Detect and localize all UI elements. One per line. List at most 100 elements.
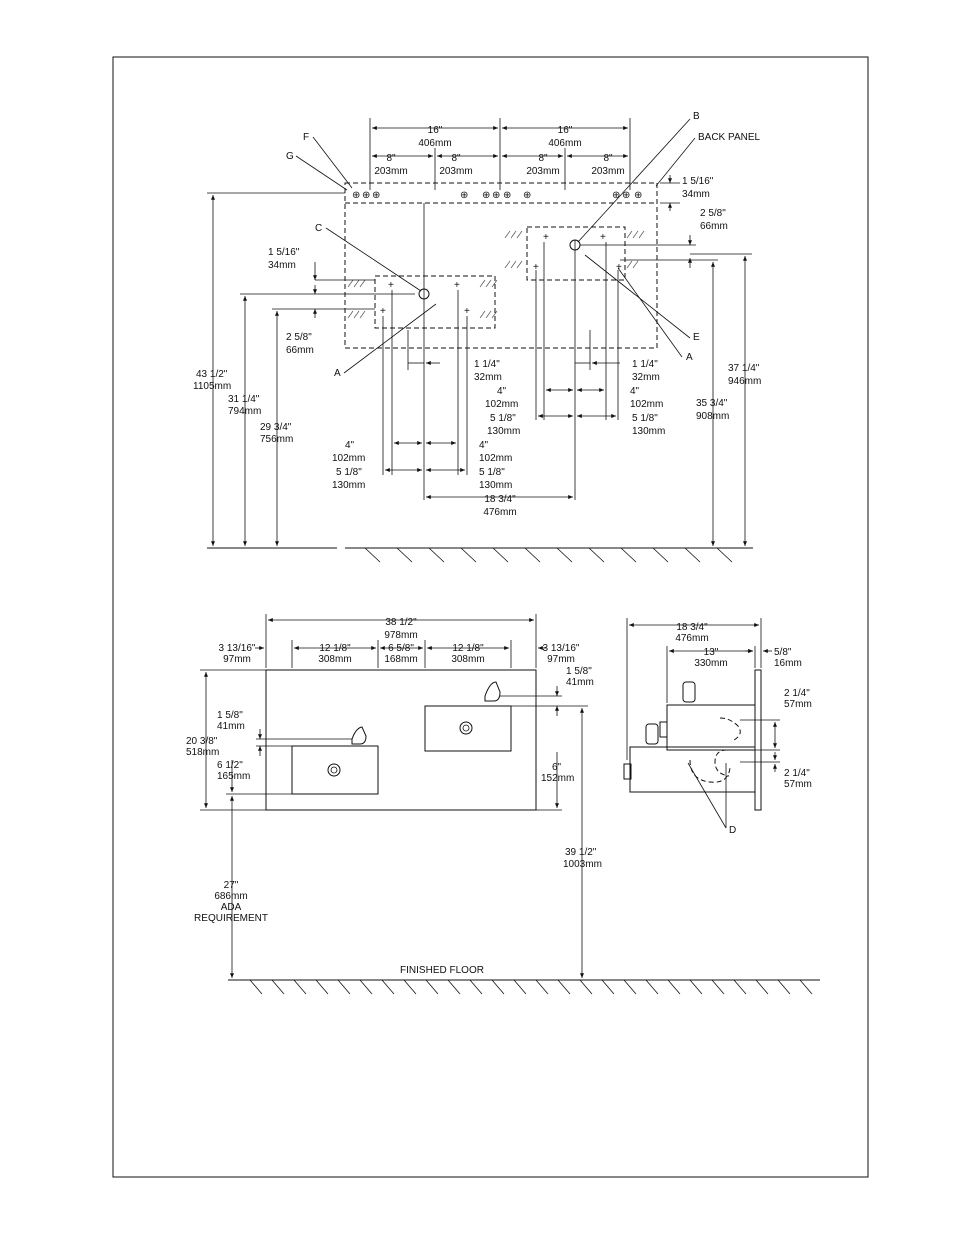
dim-27-mm: 686mm [214, 891, 247, 902]
callout-e: E [693, 332, 700, 343]
dim-l-5-right: 5 1/8" [479, 467, 505, 478]
dim-3-13-16-right-mm: 97mm [547, 654, 575, 665]
top-horizontal-dim-labels: 16" 406mm 16" 406mm 8" 203mm 8" 203mm 8"… [374, 125, 624, 177]
dim-12-1-8-left: 12 1/8" [319, 643, 351, 654]
dim-8-1: 8" [386, 153, 396, 164]
side-view: 18 3/4" 476mm 13" 330mm 5/8" 16mm 2 1/4"… [623, 618, 812, 836]
dim-3-13-16-right: 3 13/16" [543, 643, 580, 654]
dim-43: 43 1/2" [196, 369, 228, 380]
dim-l-2-5-8-mm: 66mm [286, 345, 314, 356]
dim-r-5-right-mm: 130mm [632, 426, 665, 437]
top-view: ⊕⊕⊕ ⊕⊕⊕ ⊕⊕ ⊕⊕⊕ ++ ++ ++ ++ 16" [193, 111, 761, 563]
svg-text:+: + [454, 280, 460, 291]
callout-g: G [286, 151, 294, 162]
dim-l-5-left: 5 1/8" [336, 467, 362, 478]
dim-l-1-5-16: 1 5/16" [268, 247, 300, 258]
svg-text:⊕: ⊕ [523, 190, 531, 201]
svg-text:⊕: ⊕ [352, 190, 360, 201]
dim-38-mm: 978mm [384, 630, 417, 641]
dim-8-2-mm: 203mm [439, 166, 472, 177]
left-small-dims: 1 5/16" 34mm 2 5/8" 66mm [268, 247, 415, 356]
dim-r-5-right: 5 1/8" [632, 413, 658, 424]
height-dims: 43 1/2" 1105mm 31 1/4" 794mm 29 3/4" 756… [193, 192, 761, 546]
svg-text:⊕: ⊕ [503, 190, 511, 201]
hatch-areas [347, 230, 645, 319]
dim-l-1-1-4: 1 1/4" [474, 359, 500, 370]
svg-text:⊕: ⊕ [622, 190, 630, 201]
side-dim-13-mm: 330mm [694, 658, 727, 669]
svg-text:+: + [464, 306, 470, 317]
dim-r-1-5-16-mm: 34mm [682, 189, 710, 200]
dim-35-mm: 908mm [696, 411, 729, 422]
dim-35: 35 3/4" [696, 398, 728, 409]
svg-text:+: + [388, 280, 394, 291]
dim-6-5-8-mm: 168mm [384, 654, 417, 665]
svg-text:+: + [380, 306, 386, 317]
dim-r-4-left: 4" [497, 386, 507, 397]
top-floor [207, 547, 753, 563]
callout-a-right: A [686, 352, 693, 363]
side-dim-bottom-2-1-4-mm: 57mm [784, 779, 812, 790]
callout-f: F [303, 132, 309, 143]
dim-l-1-5-8-mm: 41mm [217, 721, 245, 732]
dim-l-1-5-8: 1 5/8" [217, 710, 243, 721]
callout-c: C [315, 223, 322, 234]
side-dim-5-8: 5/8" [774, 647, 792, 658]
dim-l-2-5-8: 2 5/8" [286, 332, 312, 343]
dim-8-3-mm: 203mm [526, 166, 559, 177]
dim-27: 27" [224, 880, 239, 891]
dim-31-mm: 794mm [228, 406, 261, 417]
dim-6-mm: 152mm [541, 773, 574, 784]
dim-3-13-16-left: 3 13/16" [219, 643, 256, 654]
right-fountain-outline [526, 226, 626, 281]
dim-18-3-4: 18 3/4" [484, 494, 516, 505]
page-border [112, 56, 869, 1178]
callout-d: D [729, 825, 736, 836]
dim-16-right: 16" [558, 125, 573, 136]
svg-text:⊕: ⊕ [612, 190, 620, 201]
dim-r-2-5-8-mm: 66mm [700, 221, 728, 232]
side-dim-13: 13" [704, 647, 719, 658]
svg-text:⊕: ⊕ [492, 190, 500, 201]
top-horizontal-dims [369, 118, 631, 190]
side-dim-top-2-1-4-mm: 57mm [784, 699, 812, 710]
dim-r-1-5-8: 1 5/8" [566, 666, 592, 677]
dim-39: 39 1/2" [565, 847, 597, 858]
dim-12-1-8-right: 12 1/8" [452, 643, 484, 654]
right-basin [424, 705, 512, 752]
svg-text:+: + [600, 232, 606, 243]
side-upper-unit [666, 704, 756, 751]
dim-8-4: 8" [603, 153, 613, 164]
dim-l-1-5-16-mm: 34mm [268, 260, 296, 271]
svg-text:⊕: ⊕ [362, 190, 370, 201]
dim-8-4-mm: 203mm [591, 166, 624, 177]
dim-r-5-left: 5 1/8" [490, 413, 516, 424]
dim-3-13-16-left-mm: 97mm [223, 654, 251, 665]
dim-r-4-right-mm: 102mm [630, 399, 663, 410]
callout-a-left: A [334, 368, 341, 379]
right-small-dims: 1 5/16" 34mm 2 5/8" 66mm [580, 175, 728, 268]
dim-39-mm: 1003mm [563, 859, 602, 870]
side-dim-18-3-4: 18 3/4" [676, 622, 708, 633]
dim-29-mm: 756mm [260, 434, 293, 445]
side-dim-bottom-2-1-4: 2 1/4" [784, 768, 810, 779]
dim-29: 29 3/4" [260, 422, 292, 433]
callout-b: B [693, 111, 700, 122]
dim-16-left: 16" [428, 125, 443, 136]
dim-r-1-5-16: 1 5/16" [682, 176, 714, 187]
front-back-panel [265, 669, 537, 811]
ada-label: ADA [221, 902, 242, 913]
dim-l-4-left: 4" [345, 440, 355, 451]
dim-6-1-2: 6 1/2" [217, 760, 243, 771]
side-lower-bubbler [645, 723, 659, 745]
dim-6: 6" [552, 762, 562, 773]
mounting-holes: ⊕⊕⊕ ⊕⊕⊕ ⊕⊕ ⊕⊕⊕ ++ ++ ++ ++ [352, 190, 642, 317]
dim-6-5-8: 6 5/8" [388, 643, 414, 654]
dim-r-2-5-8: 2 5/8" [700, 208, 726, 219]
dim-l-5-left-mm: 130mm [332, 480, 365, 491]
dim-l-4-right: 4" [479, 440, 489, 451]
dim-12-1-8-left-mm: 308mm [318, 654, 351, 665]
svg-text:⊕: ⊕ [460, 190, 468, 201]
side-back-panel [754, 669, 762, 811]
